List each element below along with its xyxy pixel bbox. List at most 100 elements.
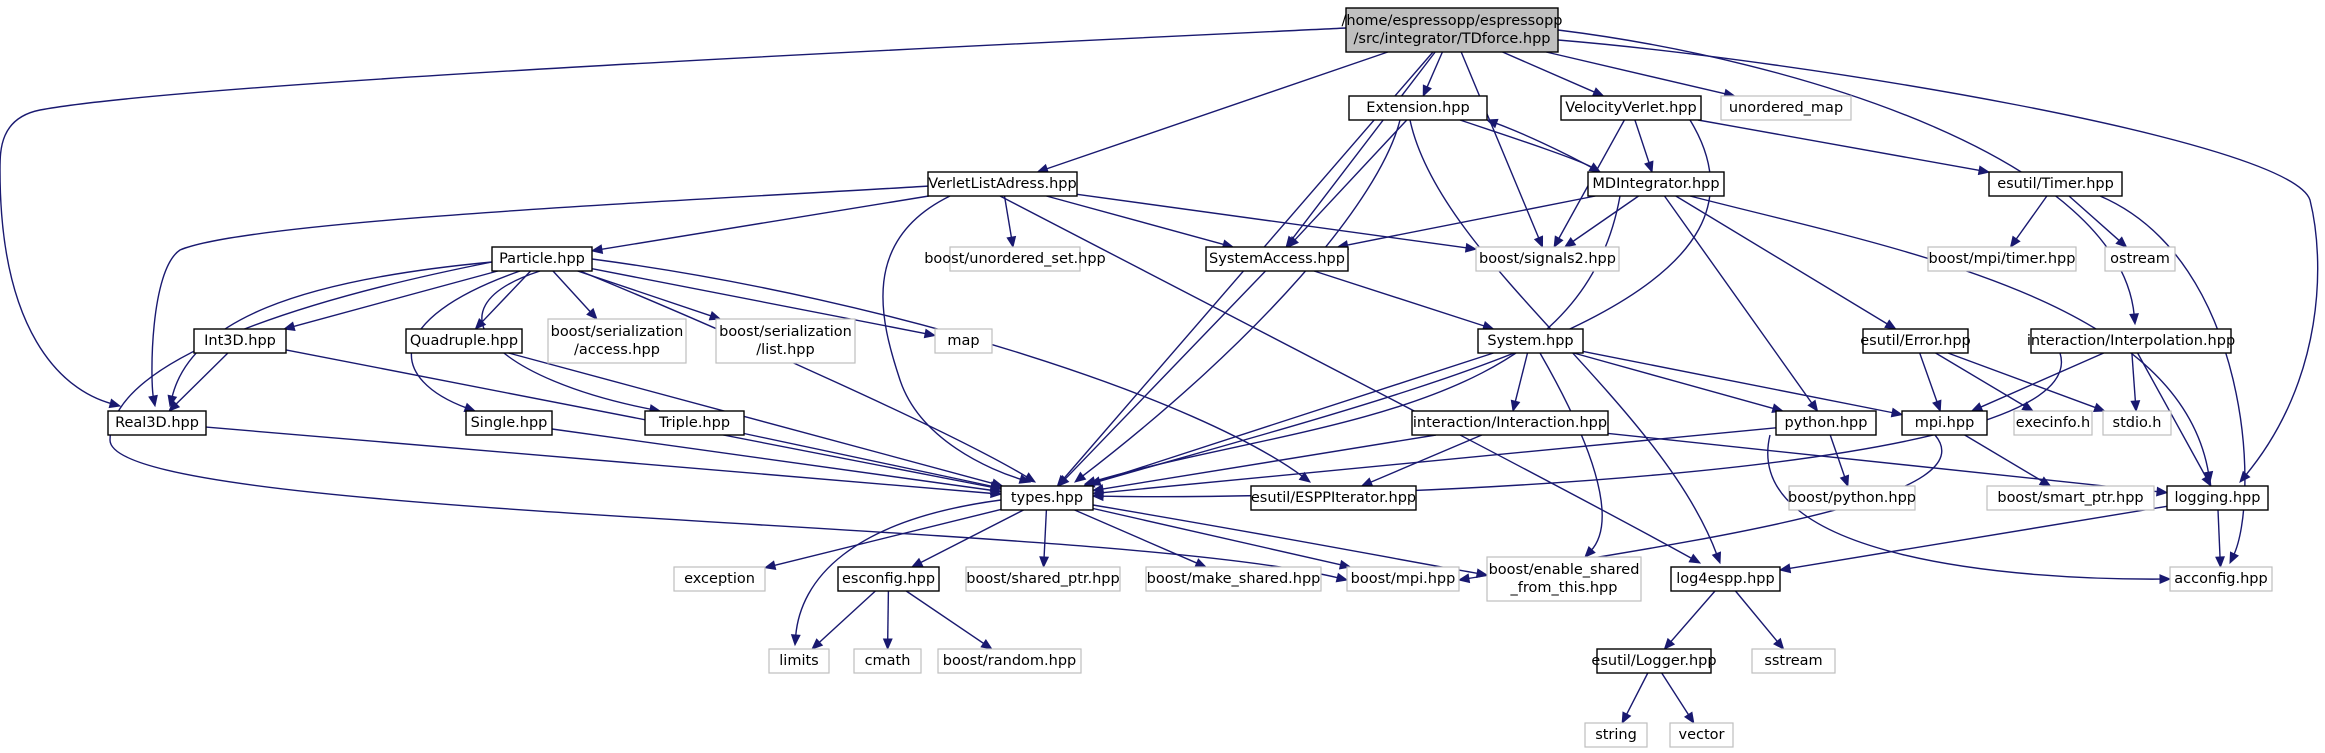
node-label: cmath (865, 653, 911, 669)
node-logging[interactable]: logging.hpp (2166, 485, 2269, 511)
node-label: Triple.hpp (658, 415, 730, 431)
node-python[interactable]: python.hpp (1775, 410, 1877, 436)
node-label: boost/serialization (551, 324, 684, 340)
nodes-layer: /home/espressopp/espressopp/src/integrat… (107, 7, 2273, 748)
node-box (1587, 171, 1725, 197)
node-box (547, 318, 687, 364)
edge-root-to-umap (1546, 51, 1736, 99)
node-esconfig[interactable]: esconfig.hpp (837, 566, 940, 592)
edge-mpi-to-bsmart (1964, 434, 2052, 487)
edge-line (882, 195, 1023, 481)
node-box (1669, 722, 1734, 748)
node-box (1145, 566, 1322, 592)
node-box (1596, 648, 1712, 674)
edge-system-to-inter (1510, 352, 1529, 413)
node-log4[interactable]: log4espp.hpp (1670, 566, 1781, 592)
edge-logging-to-log4 (1778, 505, 2168, 574)
node-box (965, 566, 1121, 592)
edge-line (1964, 434, 2044, 483)
node-esppit[interactable]: esutil/ESPPIterator.hpp (1250, 485, 1417, 511)
node-system[interactable]: System.hpp (1477, 328, 1584, 354)
node-box (465, 410, 553, 436)
edge-line (551, 428, 994, 492)
edge-arrowhead (1778, 563, 1792, 574)
edge-particle-to-esppit (591, 258, 1312, 483)
node-label: boost/mpi.hpp (1351, 571, 1456, 587)
edge-quad-to-types (508, 352, 1004, 489)
node-label: unordered_map (1729, 100, 1843, 116)
edge-mdi-to-error (1675, 195, 1897, 330)
edge-arrowhead (2115, 236, 2128, 248)
edge-system-to-benable (1539, 352, 1603, 558)
edge-arrowhead (1457, 573, 1471, 584)
node-box (1475, 246, 1620, 272)
edge-arrowhead (989, 481, 1003, 491)
edge-line (1573, 352, 1776, 410)
edge-line (291, 270, 498, 328)
node-vv[interactable]: VelocityVerlet.hpp (1560, 95, 1702, 121)
edge-arrowhead (590, 244, 604, 255)
node-root[interactable]: /home/espressopp/espressopp/src/integrat… (1341, 7, 1563, 53)
edge-arrowhead (2129, 313, 2139, 326)
node-interp[interactable]: interaction/Interpolation.hpp (2027, 328, 2235, 354)
node-single[interactable]: Single.hpp (465, 410, 553, 436)
edge-line (1074, 509, 1199, 565)
node-box (1411, 410, 1609, 436)
node-box (1927, 246, 2077, 272)
node-ext[interactable]: Extension.hpp (1348, 95, 1488, 121)
edge-line (151, 185, 931, 399)
node-label: SystemAccess.hpp (1209, 251, 1345, 267)
edge-arrowhead (763, 560, 777, 571)
node-sysacc[interactable]: SystemAccess.hpp (1205, 246, 1349, 272)
edge-line (1661, 672, 1691, 717)
edge-particle-to-bmpi (109, 261, 1349, 583)
edge-arrowhead (1711, 551, 1722, 565)
node-box (1486, 556, 1642, 602)
node-box (1584, 722, 1648, 748)
edge-particle-to-map (591, 268, 937, 339)
node-label: boost/mpi/timer.hpp (1929, 251, 2076, 267)
node-mdi[interactable]: MDIntegrator.hpp (1587, 171, 1725, 197)
edge-logger-to-string (1621, 672, 1649, 725)
edge-particle-to-bsacc (552, 270, 598, 320)
node-box (2013, 410, 2093, 436)
node-quad[interactable]: Quadruple.hpp (405, 328, 523, 354)
node-box (837, 566, 940, 592)
edge-error-to-execinfo (1935, 352, 2034, 412)
edge-line (1625, 672, 1649, 717)
edge-types-to-limits (790, 499, 1002, 647)
node-triple[interactable]: Triple.hpp (644, 410, 745, 436)
node-timer[interactable]: esutil/Timer.hpp (1988, 171, 2123, 197)
node-particle[interactable]: Particle.hpp (491, 246, 593, 272)
node-box (1345, 7, 1559, 53)
node-types[interactable]: types.hpp (1000, 485, 1094, 511)
edge-arrowhead (1533, 235, 1544, 249)
edge-line (205, 426, 994, 495)
edge-vla-to-log4 (999, 195, 1702, 564)
node-box (934, 328, 993, 354)
node-box (673, 566, 766, 592)
node-stdio: stdio.h (2102, 410, 2172, 436)
node-int3d[interactable]: Int3D.hpp (193, 328, 287, 354)
edge-arrowhead (1621, 711, 1632, 725)
node-label: sstream (1764, 653, 1822, 669)
node-bpython: boost/python.hpp (1788, 485, 1916, 511)
node-vla[interactable]: VerletListAdress.hpp (927, 171, 1078, 197)
node-error[interactable]: esutil/Error.hpp (1860, 328, 1971, 354)
node-label: boost/shared_ptr.hpp (966, 571, 1119, 587)
node-label: esutil/Error.hpp (1860, 333, 1971, 349)
edge-line (1063, 270, 1267, 481)
node-logger[interactable]: esutil/Logger.hpp (1591, 648, 1717, 674)
edge-arrowhead (1287, 235, 1299, 248)
edge-arrowhead (1464, 242, 1478, 253)
edge-triple-to-types (743, 432, 1003, 491)
node-label: stdio.h (2113, 415, 2162, 431)
edge-line (1571, 195, 1639, 244)
node-box (1986, 485, 2155, 511)
edge-arrowhead (790, 634, 801, 647)
node-mpi[interactable]: mpi.hpp (1901, 410, 1988, 436)
node-inter[interactable]: interaction/Interaction.hpp (1411, 410, 1609, 436)
edge-python-to-types (1091, 427, 1777, 498)
node-box (107, 410, 207, 436)
node-real3d[interactable]: Real3D.hpp (107, 410, 207, 436)
